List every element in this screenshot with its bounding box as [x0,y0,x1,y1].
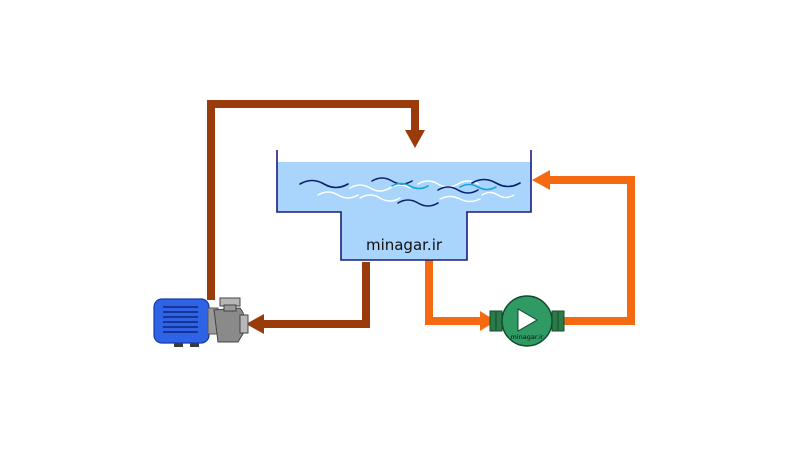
water-waves [299,177,521,207]
tank-outline [276,150,532,261]
circulator-pump: minagar.ir [489,295,565,347]
main-loop-pipe [207,100,425,334]
circulation-outlet-pipe [425,260,482,325]
circulation-inlet-arrow-icon [532,170,550,190]
circulation-return-pipe [548,176,635,325]
wave-line [439,195,481,203]
circulator-label: minagar.ir [511,333,544,341]
motor-cooling-fins [163,306,198,333]
motor-body [153,298,210,344]
wave-line [459,183,497,191]
wave-line [349,184,411,192]
tank-label: minagar.ir [366,236,443,254]
wave-line [317,191,359,199]
suction-arrow-icon [246,314,264,334]
circulation-outlet-arrow-icon [480,311,496,331]
wave-line [299,179,349,189]
pump-discharge-neck [223,304,237,312]
wave-line [397,199,439,207]
tank: minagar.ir [276,150,532,261]
wave-line [359,194,401,202]
wave-line [471,178,521,188]
circulation-pipe [425,170,635,331]
suction-pipe [262,262,370,328]
motor-foot [174,341,183,347]
motor-pump [153,297,249,347]
wave-line [437,186,479,194]
motor-foot [190,341,199,347]
return-pipe [207,100,419,300]
play-icon [517,308,538,332]
wave-line [391,182,429,190]
inlet-arrow-icon [405,130,425,148]
pump-suction-flange [239,314,249,334]
wave-line [371,177,413,185]
wave-line [481,191,515,199]
